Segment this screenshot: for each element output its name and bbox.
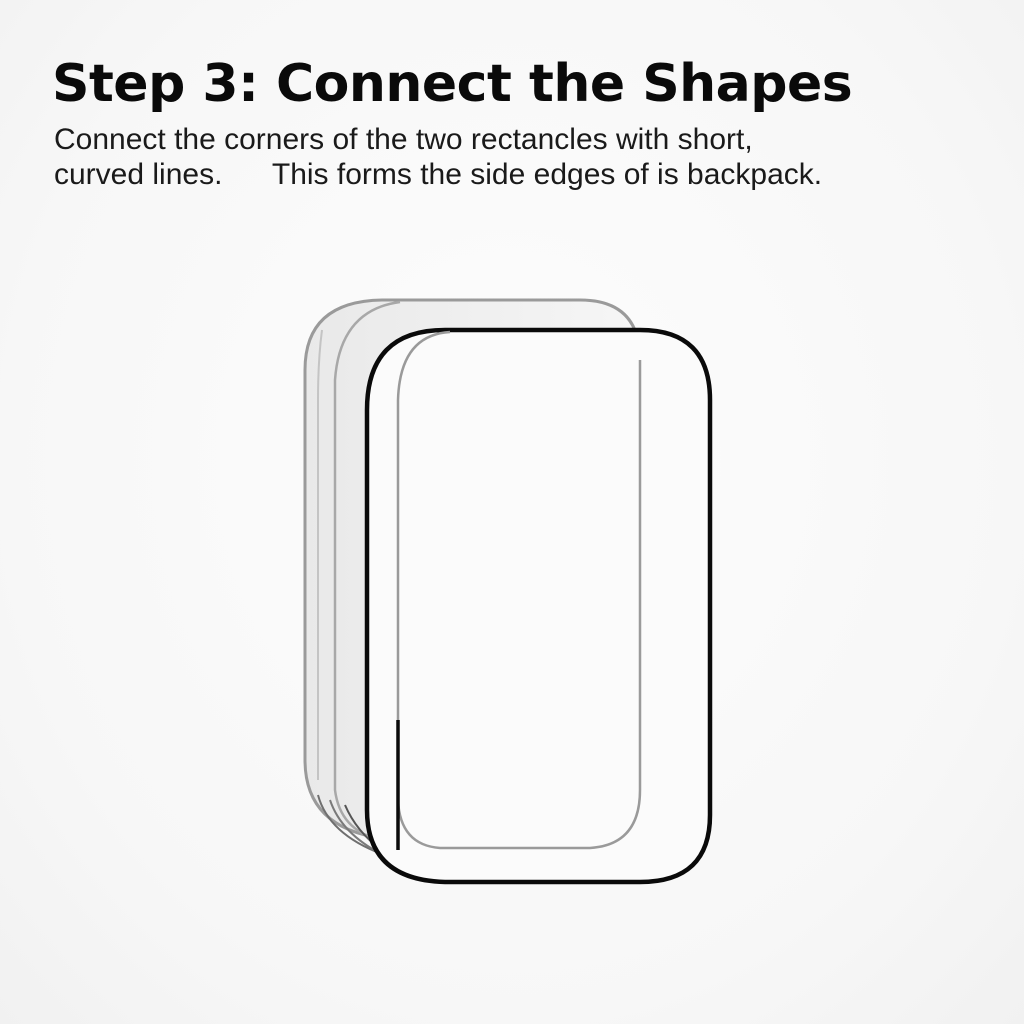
step-instructions: Connect the corners of the two rectancle… (54, 122, 822, 192)
step-title: Step 3: Connect the Shapes (52, 54, 853, 114)
front-rectangle (364, 327, 713, 885)
instruction-line-2: curved lines. This forms the side edges … (54, 158, 823, 191)
instruction-line-1: Connect the corners of the two rectancle… (54, 123, 753, 156)
